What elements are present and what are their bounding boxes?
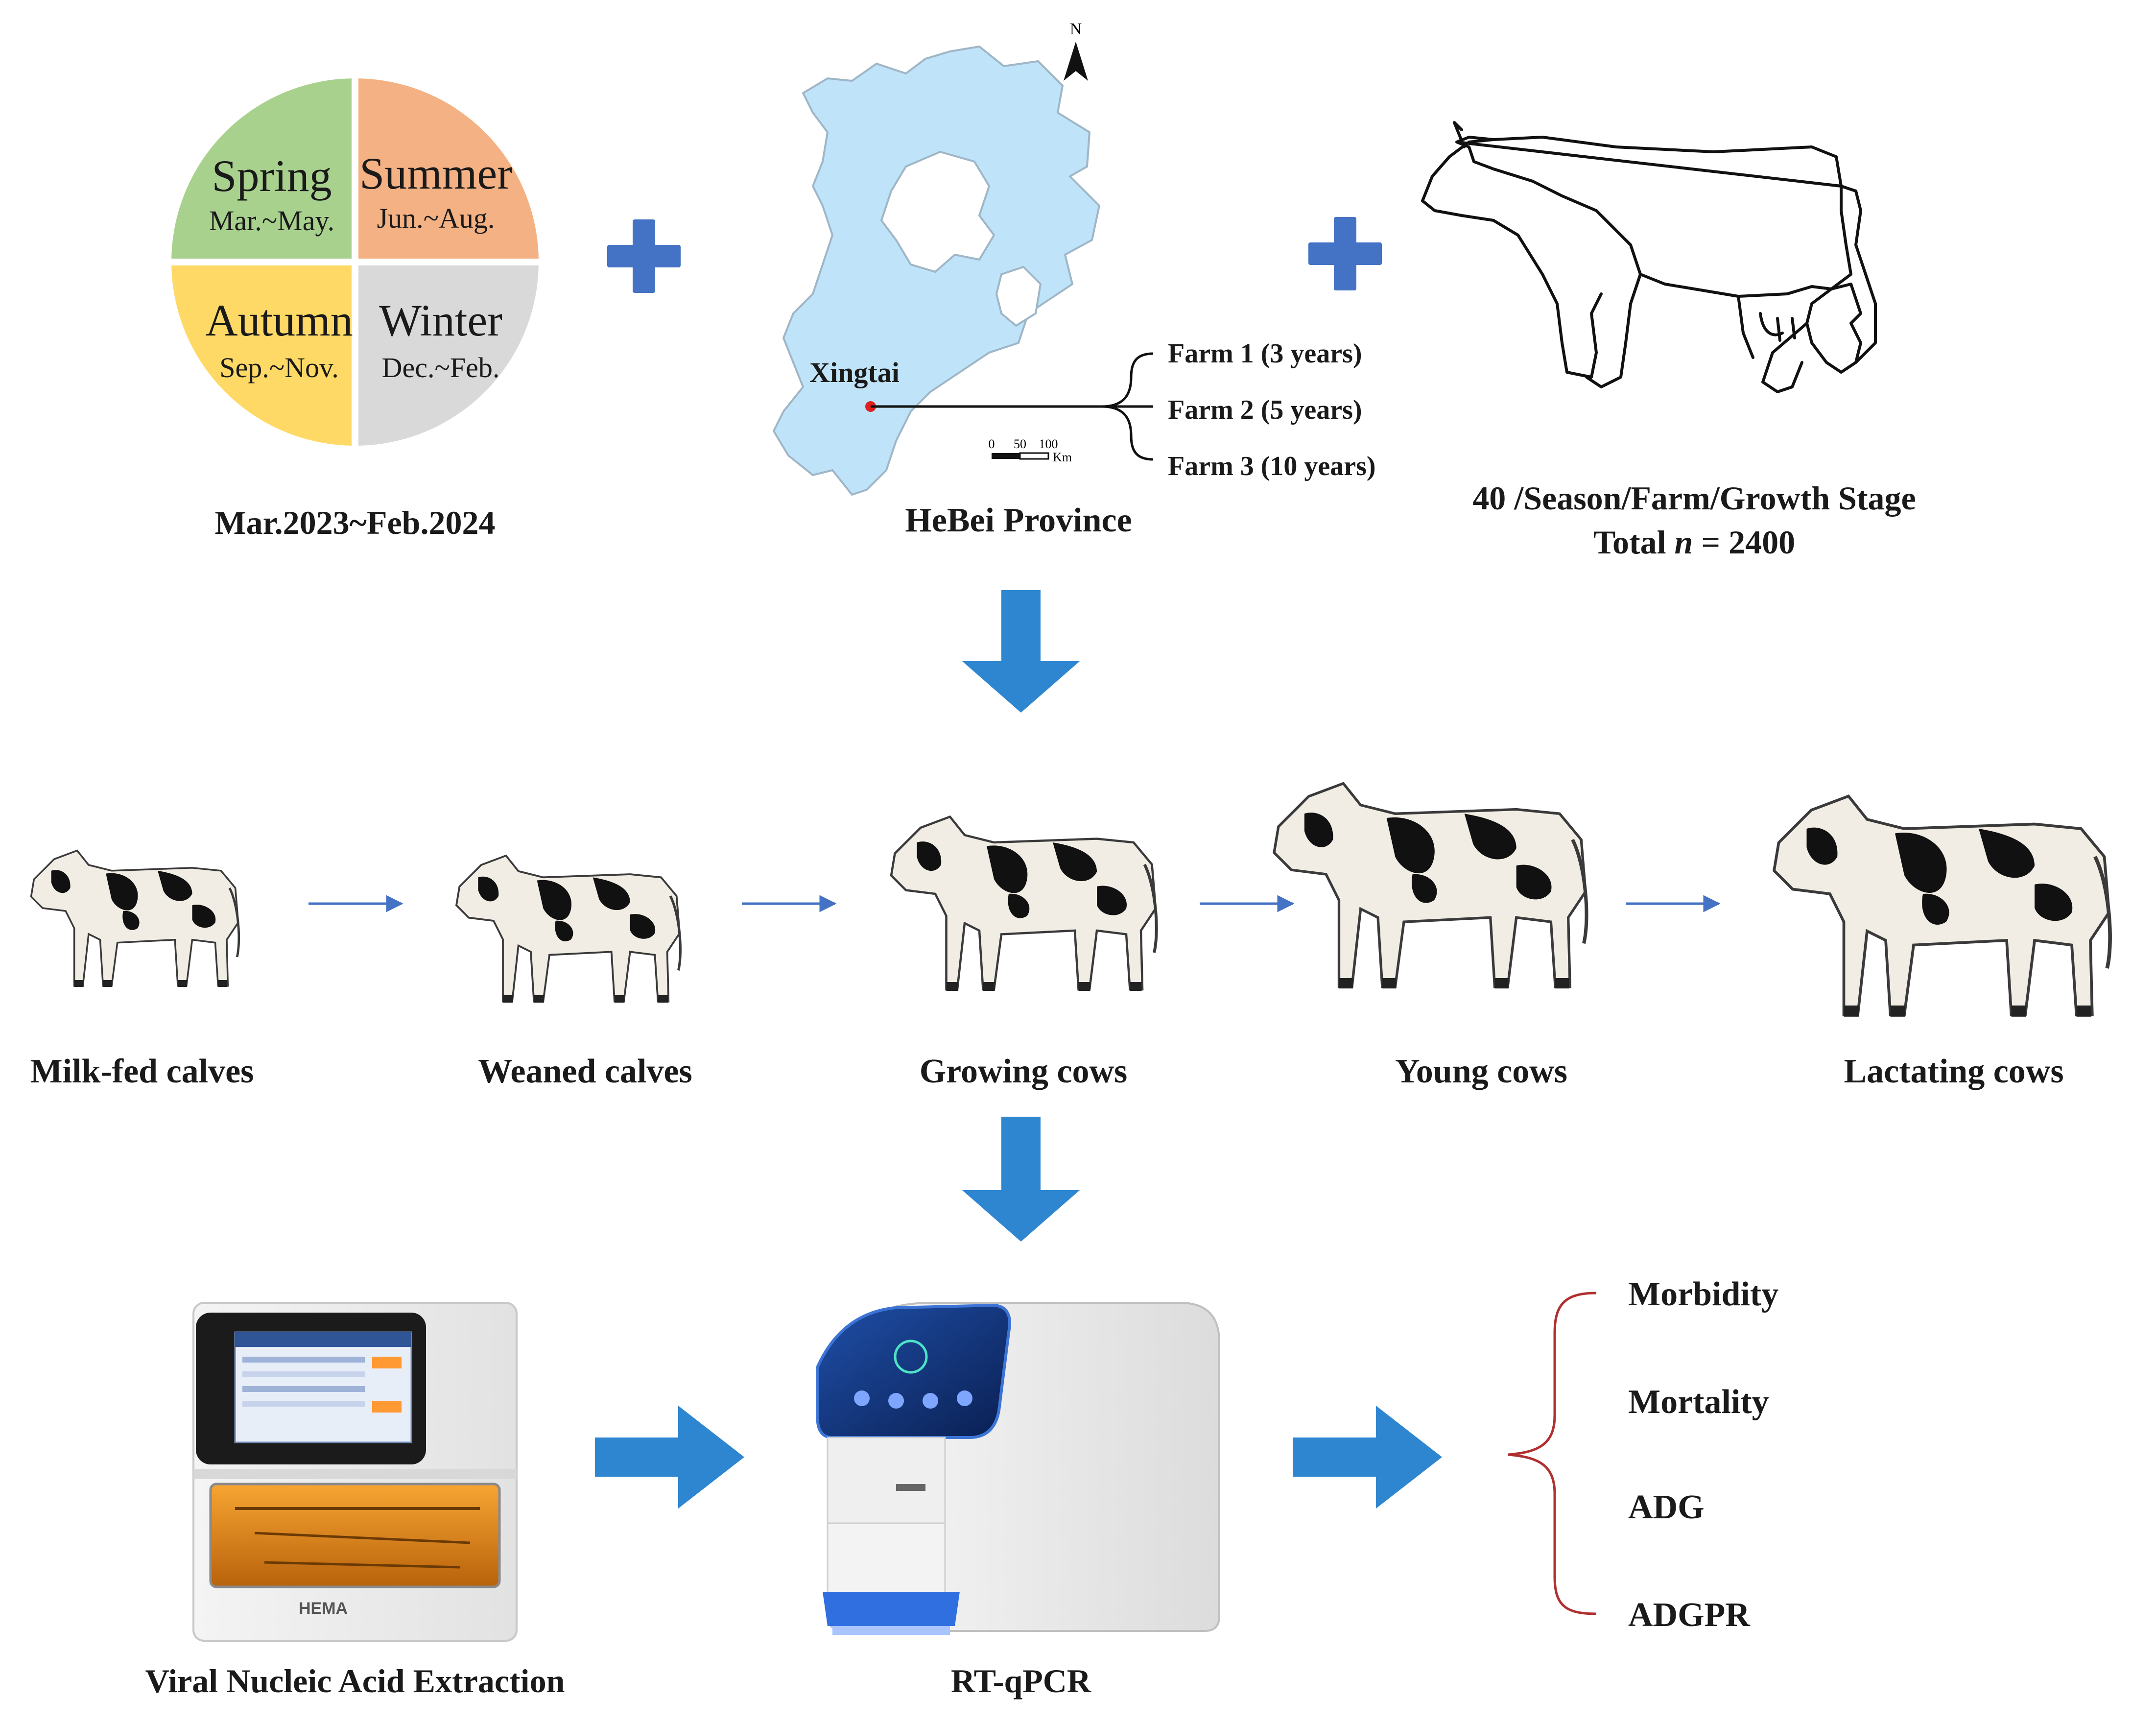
right-arrow-icon: [1293, 1406, 1442, 1509]
season-spring-months: Mar.~May.: [209, 205, 334, 237]
tianjin-hole: [995, 265, 1042, 327]
season-pie: Spring Mar.~May. Summer Jun.~Aug. Autumn…: [169, 76, 541, 448]
extraction-window: [209, 1483, 501, 1588]
scale-100: 100: [1039, 437, 1058, 451]
weaned-calf-image: [456, 856, 680, 1003]
period-label: Mar.2023~Feb.2024: [214, 504, 495, 541]
scale-bar: [992, 453, 1020, 459]
scale-50: 50: [1014, 437, 1026, 451]
outcome-adgpr: ADGPR: [1628, 1596, 1751, 1634]
extraction-label: Viral Nucleic Acid Extraction: [145, 1662, 565, 1700]
winter-quadrant: [355, 262, 539, 446]
stage-label-weaned: Weaned calves: [478, 1053, 692, 1090]
farm-3: Farm 3 (10 years): [1168, 451, 1376, 481]
region-label: HeBei Province: [905, 502, 1132, 539]
season-autumn-months: Sep.~Nov.: [219, 352, 339, 383]
outcome-adg: ADG: [1628, 1488, 1705, 1526]
season-winter-months: Dec.~Feb.: [382, 352, 500, 383]
xingtai-label: Xingtai: [809, 357, 900, 388]
season-autumn-name: Autumn: [205, 295, 353, 345]
down-arrow-icon: [962, 590, 1080, 713]
pcr-label: RT-qPCR: [951, 1662, 1091, 1700]
cow-outline-icon: [1421, 121, 1877, 393]
outcome-mortality: Mortality: [1628, 1383, 1769, 1421]
scale-0: 0: [989, 437, 995, 451]
young-cow-image: [1274, 784, 1587, 989]
sampling-total: Total n = 2400: [1593, 524, 1795, 561]
pcr-machine-image: [816, 1302, 1220, 1635]
summer-quadrant: [355, 78, 539, 262]
plus-icon: [1308, 217, 1382, 290]
farm-2: Farm 2 (5 years): [1168, 395, 1362, 425]
season-winter-name: Winter: [379, 295, 502, 345]
farm-1: Farm 1 (3 years): [1168, 338, 1362, 369]
season-summer-name: Summer: [359, 148, 512, 198]
plus-icon: [607, 219, 681, 293]
milk-fed-calf-image: [31, 851, 239, 987]
scale-unit: Km: [1053, 450, 1072, 464]
pcr-base-glow: [823, 1592, 960, 1626]
stage-label-growing: Growing cows: [920, 1053, 1128, 1090]
spring-quadrant: [171, 78, 355, 262]
hebei-map: Xingtai N 0 50 100 Km: [772, 20, 1154, 496]
stage-label-lactating: Lactating cows: [1844, 1053, 2063, 1090]
down-arrow-icon: [962, 1117, 1080, 1242]
season-summer-months: Jun.~Aug.: [377, 202, 495, 234]
stage-label-milk-fed: Milk-fed calves: [30, 1053, 254, 1090]
autumn-quadrant: [171, 262, 355, 446]
beijing-hole: [880, 150, 995, 273]
growing-cow-image: [891, 817, 1157, 991]
farm-connector: [871, 352, 1154, 461]
outcome-morbidity: Morbidity: [1628, 1275, 1778, 1313]
right-arrow-icon: [595, 1406, 744, 1509]
north-arrow-icon: [1064, 42, 1088, 81]
extraction-device-image: HEMA: [192, 1302, 518, 1642]
north-label: N: [1070, 20, 1082, 38]
sampling-line-1: 40 /Season/Farm/Growth Stage: [1472, 479, 1916, 517]
extraction-brand: HEMA: [299, 1599, 348, 1618]
lactating-cow-image: [1774, 796, 2110, 1017]
outcome-brace: [1508, 1292, 1597, 1615]
stage-label-young: Young cows: [1395, 1053, 1567, 1090]
season-spring-name: Spring: [212, 151, 332, 201]
